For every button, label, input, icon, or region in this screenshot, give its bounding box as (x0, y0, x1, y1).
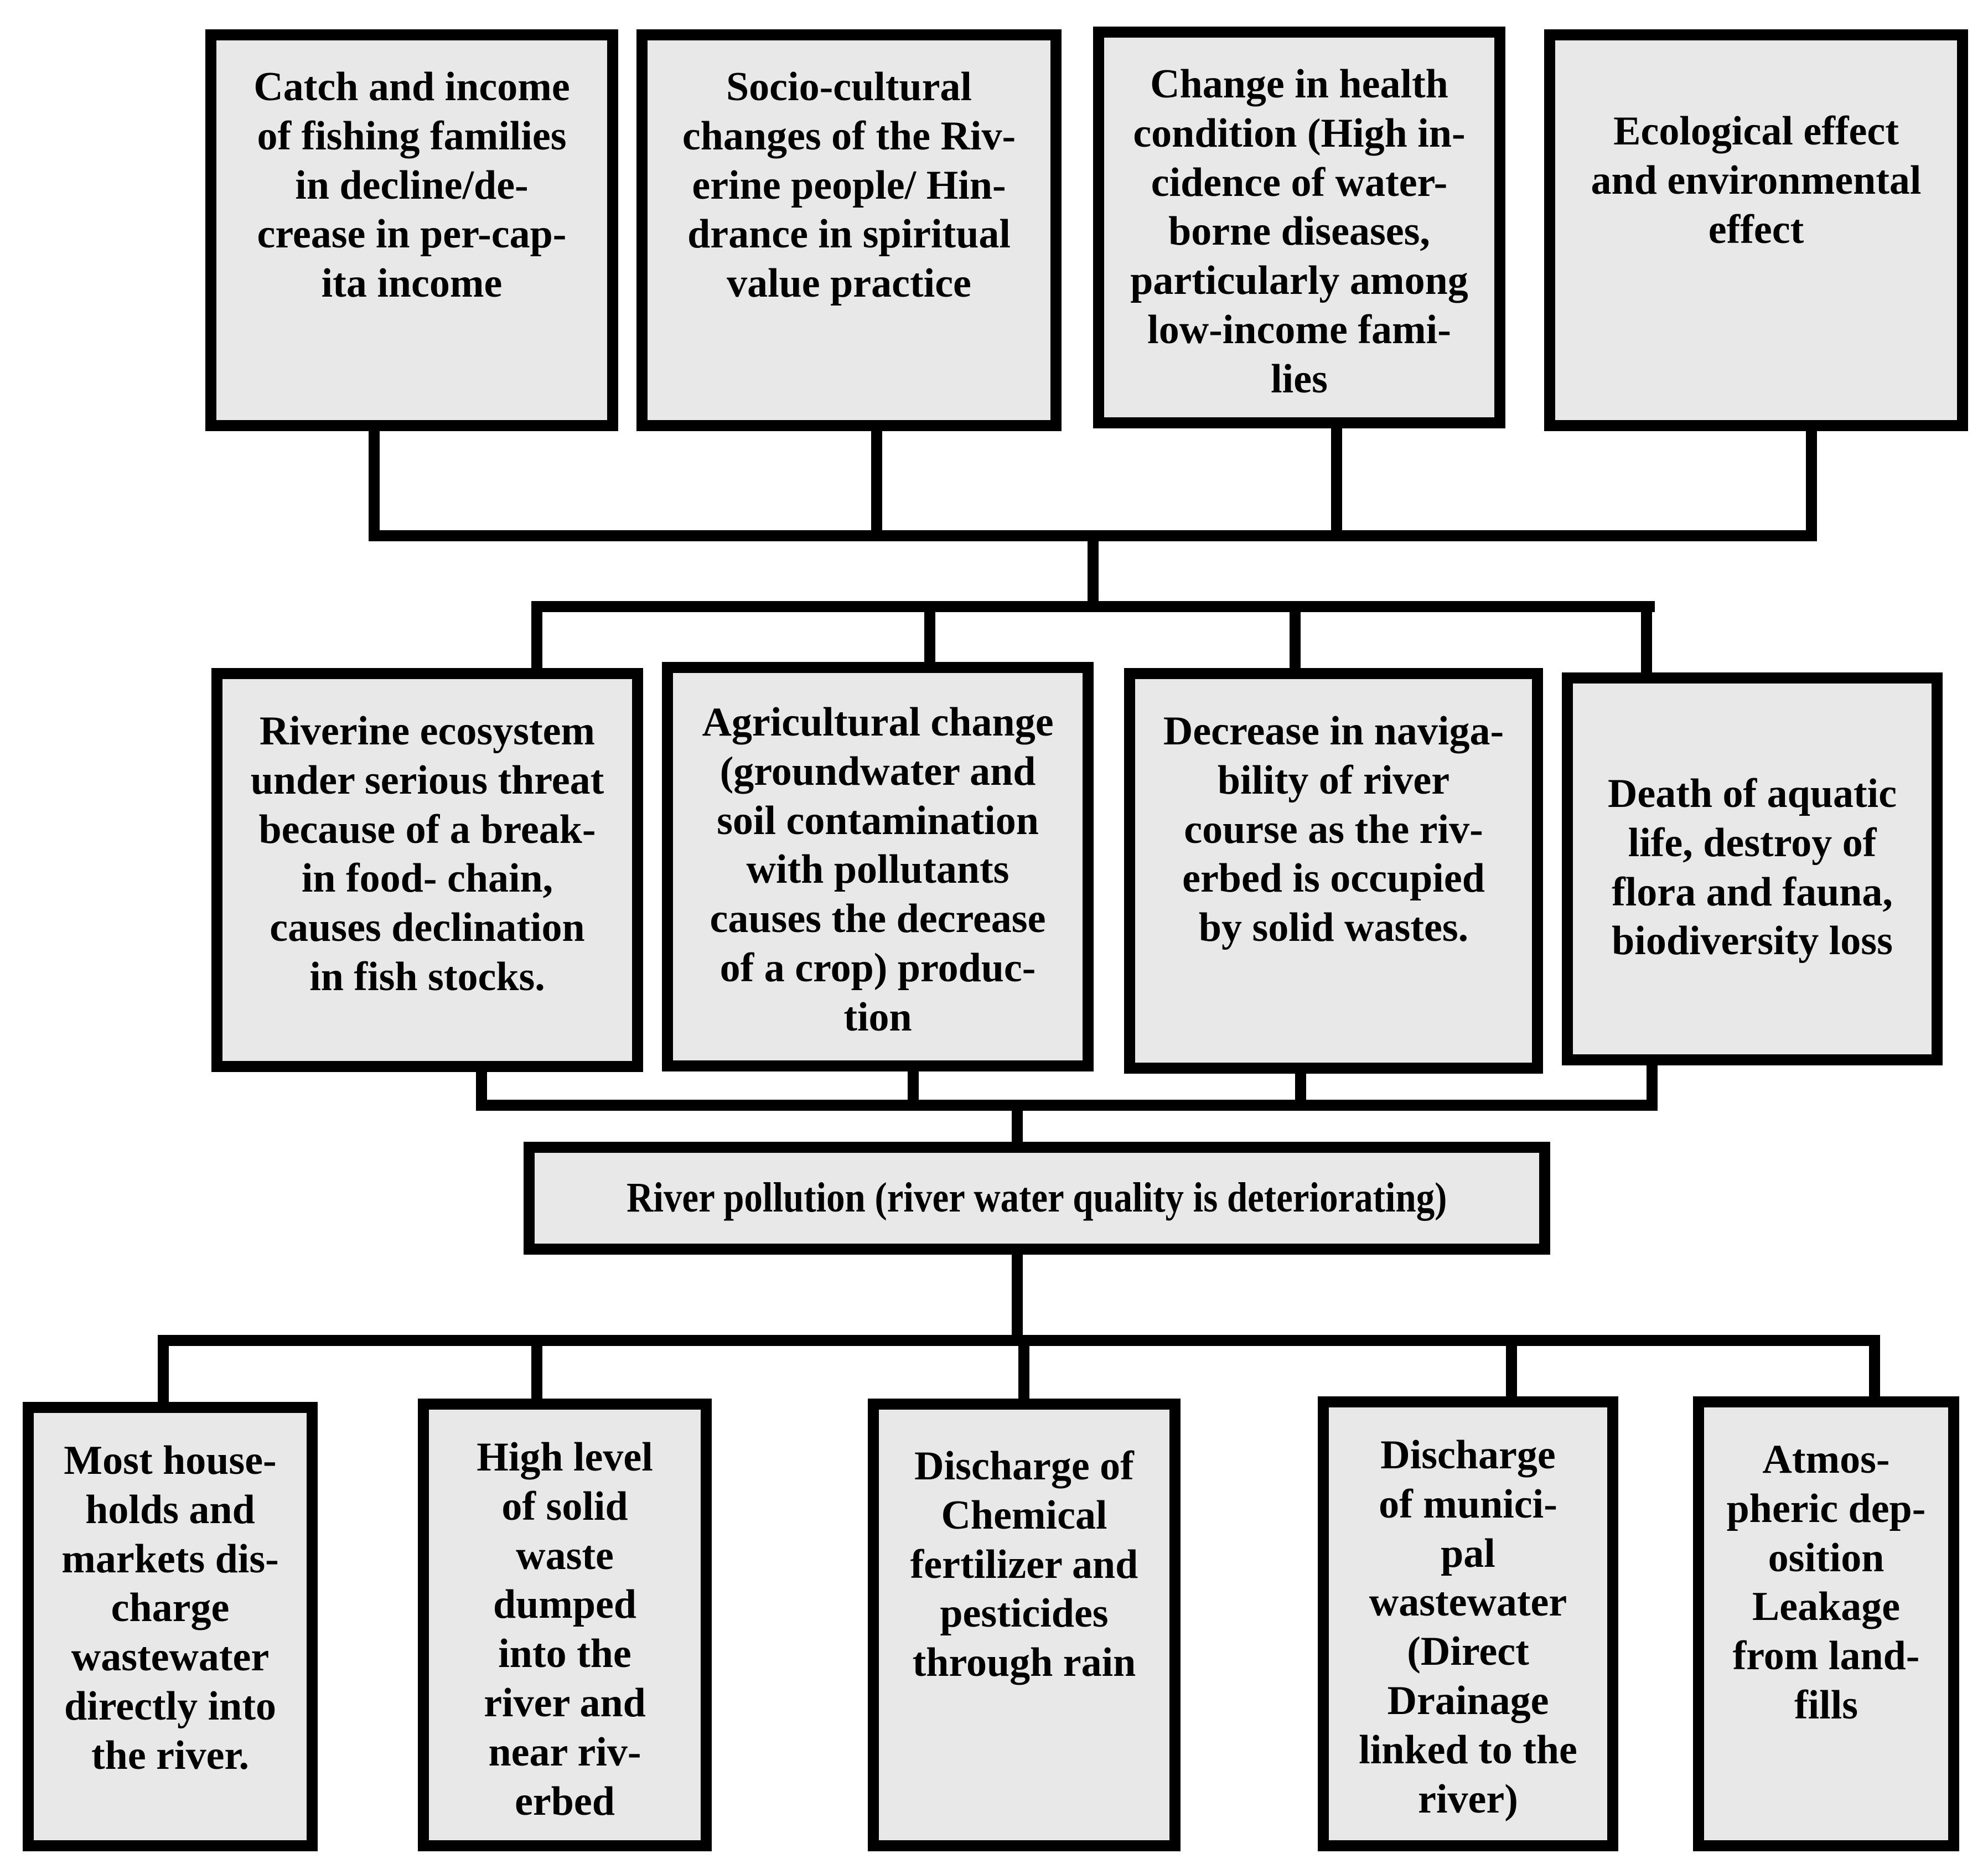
effect-box-health-condition: Change in health condition (High in- cid… (1093, 27, 1505, 428)
cause-box-fertilizer-pesticides: Discharge of Chemical fertilizer and pes… (868, 1399, 1181, 1851)
effect-box-navigability: Decrease in naviga- bility of river cour… (1124, 668, 1543, 1074)
effect-box-riverine-ecosystem: Riverine ecosystem under serious threat … (211, 668, 643, 1072)
effect-box-agricultural-change: Agricultural change (groundwater and soi… (662, 662, 1094, 1071)
core-problem-label: River pollution (river water quality is … (627, 1174, 1447, 1221)
effect-box-aquatic-life: Death of aquatic life, destroy of flora … (1562, 672, 1943, 1065)
effect-box-fishing-income: Catch and income of fishing families in … (205, 29, 618, 431)
effect-box-ecological: Ecological effect and environmental effe… (1544, 29, 1968, 431)
cause-box-household-wastewater: Most house- holds and markets dis- charg… (23, 1402, 318, 1851)
effect-box-socio-cultural: Socio-cultural changes of the Riv- erine… (636, 29, 1062, 431)
core-problem-box: River pollution (river water quality is … (524, 1142, 1550, 1255)
cause-box-municipal-wastewater: Discharge of munici- pal wastewater (Dir… (1318, 1396, 1618, 1851)
cause-box-solid-waste: High level of solid waste dumped into th… (418, 1399, 712, 1851)
cause-box-atmospheric-deposition: Atmos- pheric dep- osition Leakage from … (1693, 1396, 1959, 1851)
